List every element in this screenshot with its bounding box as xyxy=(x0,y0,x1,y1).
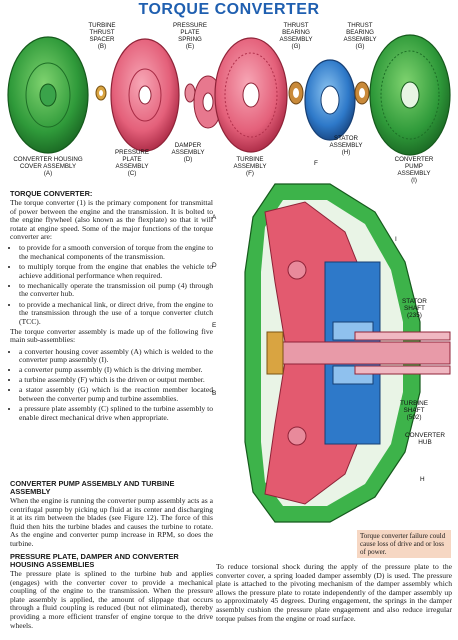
label-converter-pump-assembly: CONVERTER PUMP ASSEMBLY (I) xyxy=(394,156,434,184)
subassembly-list: a converter housing cover assembly (A) w… xyxy=(10,347,213,423)
section-heading: Converter Pump Assembly and Turbine Asse… xyxy=(10,479,175,496)
list-item: a stator assembly (G) which is the react… xyxy=(19,386,213,403)
label-turbine-thrust-spacer: TURBINE THRUST SPACER (B) xyxy=(88,22,116,50)
pressure-plate-part xyxy=(110,38,180,152)
cutaway-label-i: I xyxy=(395,236,397,243)
list-item: a converter housing cover assembly (A) w… xyxy=(19,347,213,365)
section-heading: Pressure Plate, Damper and Converter Hou… xyxy=(10,552,179,569)
label-stator-assembly: STATOR ASSEMBLY (H) xyxy=(329,135,363,156)
exploded-parts-illustration xyxy=(7,34,451,156)
list-item: a turbine assembly (F) which is the driv… xyxy=(19,376,213,385)
cutaway-label-b: B xyxy=(212,390,217,397)
cutaway-label-stator-shaft: STATOR SHAFT (235) xyxy=(402,298,427,319)
converter-housing-cover-part xyxy=(7,36,89,154)
paragraph: To reduce torsional shock during the app… xyxy=(216,562,452,623)
cutaway-illustration xyxy=(244,183,451,523)
label-damper-assembly: DAMPER ASSEMBLY (D) xyxy=(171,142,205,163)
page-title: TORQUE CONVERTER xyxy=(0,0,458,20)
list-item: to mechanically operate the transmission… xyxy=(19,281,213,299)
cutaway-label-turbine-shaft: TURBINE SHAFT (502) xyxy=(400,400,429,421)
paragraph: The torque converter (1) is the primary … xyxy=(10,198,213,242)
label-pressure-plate-spring: PRESSURE PLATE SPRING (E) xyxy=(172,22,208,50)
cutaway-label-e: E xyxy=(212,322,217,329)
paragraph: The torque converter assembly is made up… xyxy=(10,326,213,345)
section-pump-turbine: Converter Pump Assembly and Turbine Asse… xyxy=(10,480,213,551)
cutaway-label-d: D xyxy=(212,262,217,269)
paragraph: When the engine is running the converter… xyxy=(10,496,213,548)
stator-part xyxy=(304,59,356,141)
section-pressure-plate: Pressure Plate, Damper and Converter Hou… xyxy=(10,553,213,633)
cutaway-label-a: A xyxy=(212,214,217,221)
thrust-bearing-right-part xyxy=(354,81,370,105)
list-item: to provide a mechanical link, or direct … xyxy=(19,300,213,327)
failure-note: Torque converter failure could cause los… xyxy=(357,530,451,558)
label-pressure-plate-assembly: PRESSURE PLATE ASSEMBLY (C) xyxy=(114,149,150,177)
section-heading: Torque Converter: xyxy=(10,189,93,198)
function-list: to provide for a smooth conversion of to… xyxy=(10,244,213,326)
label-thrust-bearing-right: THRUST BEARING ASSEMBLY (G) xyxy=(343,22,377,50)
list-item: a converter pump assembly (I) which is t… xyxy=(19,366,213,375)
cutaway-label-converter-hub: CONVERTER HUB xyxy=(405,432,446,446)
label-turbine-assembly: TURBINE ASSEMBLY (F) xyxy=(233,156,267,177)
label-thrust-bearing-left: THRUST BEARING ASSEMBLY (G) xyxy=(279,22,313,50)
turbine-thrust-spacer-part xyxy=(95,85,107,101)
list-item: to provide for a smooth conversion of to… xyxy=(19,244,213,261)
cutaway-label-h: H xyxy=(420,476,425,483)
list-item: to multiply torque from the engine that … xyxy=(19,262,213,280)
converter-pump-part xyxy=(369,34,451,156)
section-torque-converter: Torque Converter: The torque converter (… xyxy=(10,190,213,424)
section-damper-continued: To reduce torsional shock during the app… xyxy=(216,562,452,626)
pressure-plate-spring-part xyxy=(184,83,196,103)
paragraph: The pressure plate is splined to the tur… xyxy=(10,569,213,630)
cutaway-label-f: F xyxy=(314,160,318,167)
turbine-part xyxy=(214,37,288,153)
label-converter-housing-cover: CONVERTER HOUSING COVER ASSEMBLY (A) xyxy=(13,156,83,177)
list-item: a pressure plate assembly (C) splined to… xyxy=(19,404,213,422)
thrust-bearing-left-part xyxy=(288,81,304,105)
